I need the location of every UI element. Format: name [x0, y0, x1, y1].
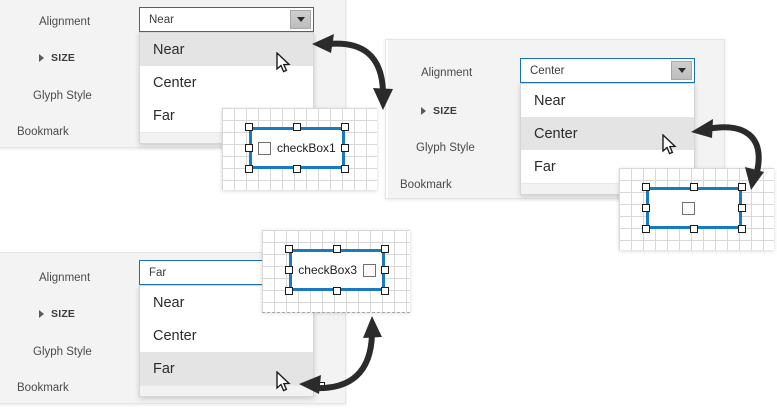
resize-handle[interactable] [690, 183, 698, 191]
resize-handle[interactable] [245, 165, 253, 173]
property-row-glyph-style: Glyph Style [33, 341, 92, 363]
mouse-cursor-icon [276, 371, 291, 392]
resize-handle[interactable] [285, 245, 293, 253]
bookmark-label: Bookmark [17, 126, 69, 138]
resize-handle[interactable] [245, 144, 253, 152]
mouse-cursor-icon [662, 134, 677, 155]
resize-handle[interactable] [381, 266, 389, 274]
resize-handle[interactable] [333, 287, 341, 295]
chevron-down-icon[interactable] [290, 10, 311, 29]
property-row-size[interactable]: SIZE [39, 303, 75, 325]
resize-handle[interactable] [341, 165, 349, 173]
property-row-size[interactable]: SIZE [421, 100, 457, 122]
alignment-label: Alignment [39, 16, 91, 28]
alignment-combobox-near[interactable]: Near [139, 7, 314, 32]
triangle-right-icon[interactable] [421, 107, 426, 115]
alignment-dropdown-far[interactable]: Near Center Far [139, 285, 314, 397]
size-label: SIZE [51, 308, 76, 320]
dropdown-option-near[interactable]: Near [534, 92, 566, 109]
dropdown-option-far[interactable]: Far [534, 158, 556, 175]
combobox-value: Far [149, 266, 167, 279]
glyph-style-label: Glyph Style [33, 90, 92, 102]
checkbox-control-1[interactable]: checkBox1 [249, 127, 345, 169]
combobox-value: Center [530, 64, 565, 77]
checkbox-glyph-icon[interactable] [258, 141, 271, 155]
design-surface-checkbox2[interactable] [619, 168, 774, 250]
design-surface-checkbox1[interactable]: checkBox1 [222, 108, 377, 190]
size-label: SIZE [433, 105, 458, 117]
resize-handle[interactable] [738, 225, 746, 233]
checkbox-caption: checkBox3 [298, 263, 357, 277]
resize-handle[interactable] [642, 225, 650, 233]
alignment-label: Alignment [421, 67, 473, 79]
property-row-alignment: Alignment [39, 267, 90, 289]
resize-handle[interactable] [245, 123, 253, 131]
checkbox-control-3[interactable]: checkBox3 [289, 249, 385, 291]
curved-double-arrow-icon [312, 34, 393, 110]
resize-handle[interactable] [381, 245, 389, 253]
dropdown-option-center[interactable]: Center [521, 117, 694, 150]
property-row-bookmark: Bookmark [17, 377, 69, 399]
resize-handle[interactable] [341, 123, 349, 131]
design-surface-checkbox3[interactable]: checkBox3 [262, 230, 410, 313]
dropdown-option-center[interactable]: Center [153, 74, 197, 91]
triangle-right-icon[interactable] [39, 54, 44, 62]
bookmark-label: Bookmark [17, 382, 69, 394]
alignment-combobox-center[interactable]: Center [520, 58, 695, 83]
resize-handle[interactable] [293, 123, 301, 131]
resize-handle[interactable] [285, 287, 293, 295]
resize-handle[interactable] [690, 225, 698, 233]
dropdown-footer [140, 385, 313, 396]
dropdown-option-far[interactable]: Far [153, 107, 175, 124]
mouse-cursor-icon [276, 52, 291, 73]
property-row-bookmark: Bookmark [400, 174, 452, 196]
resize-handle[interactable] [381, 287, 389, 295]
property-row-glyph-style: Glyph Style [416, 137, 475, 159]
property-row-glyph-style: Glyph Style [33, 85, 92, 107]
resize-handle[interactable] [642, 204, 650, 212]
triangle-right-icon[interactable] [39, 310, 44, 318]
checkbox-glyph-icon[interactable] [681, 201, 695, 215]
size-label: SIZE [51, 52, 76, 64]
resize-handle[interactable] [293, 165, 301, 173]
property-row-size[interactable]: SIZE [39, 47, 75, 69]
dropdown-option-center[interactable]: Center [153, 327, 197, 344]
resize-handle[interactable] [738, 204, 746, 212]
checkbox-caption: checkBox1 [277, 141, 336, 155]
bookmark-label: Bookmark [400, 179, 452, 191]
resize-handle[interactable] [333, 245, 341, 253]
property-row-alignment: Alignment [39, 11, 90, 33]
property-row-bookmark: Bookmark [17, 121, 69, 143]
panel-edge [386, 40, 388, 198]
alignment-label: Alignment [39, 272, 91, 284]
checkbox-glyph-icon[interactable] [363, 263, 376, 277]
curved-double-arrow-icon [299, 316, 382, 394]
curved-double-arrow-icon [691, 119, 764, 190]
dropdown-option-near[interactable]: Near [153, 294, 185, 311]
resize-handle[interactable] [285, 266, 293, 274]
chevron-down-icon[interactable] [671, 61, 692, 80]
dropdown-footer [521, 183, 694, 194]
glyph-style-label: Glyph Style [33, 346, 92, 358]
resize-handle[interactable] [341, 144, 349, 152]
glyph-style-label: Glyph Style [416, 142, 475, 154]
property-row-alignment: Alignment [421, 62, 472, 84]
resize-handle[interactable] [738, 183, 746, 191]
resize-handle[interactable] [642, 183, 650, 191]
surface-baseline [262, 312, 410, 313]
combobox-value: Near [149, 13, 174, 26]
